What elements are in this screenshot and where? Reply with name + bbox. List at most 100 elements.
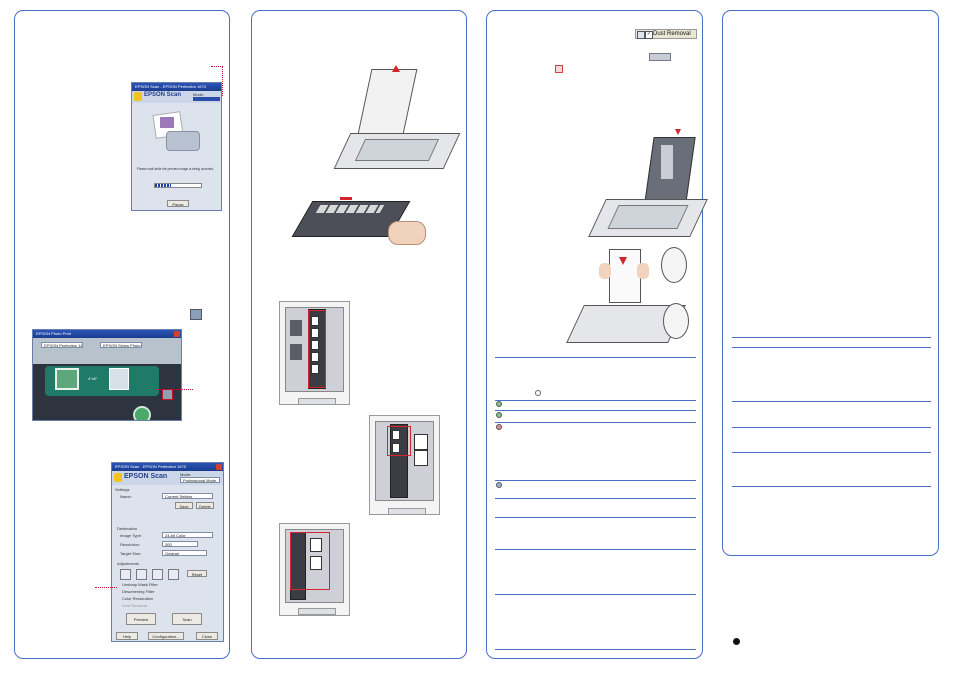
dust-removal-checkbox[interactable]: Dust Removal <box>122 603 148 608</box>
hand-icon <box>388 221 426 245</box>
hand-icon <box>599 263 611 279</box>
mode-select[interactable] <box>193 97 220 101</box>
divider <box>732 427 931 428</box>
divider <box>495 410 696 411</box>
dust-removal-control[interactable]: ✓ Dust Removal <box>635 29 697 39</box>
name-select[interactable]: Current Setting <box>162 493 213 499</box>
histogram-icon[interactable] <box>120 569 131 580</box>
panel-3: ✓ Dust Removal <box>486 10 708 659</box>
close-icon[interactable] <box>174 331 180 337</box>
configuration-button[interactable]: Configuration... <box>148 632 184 640</box>
detail-circle <box>663 303 689 339</box>
target-size-label: Target Size: <box>120 551 142 556</box>
descreening-checkbox[interactable]: Descreening Filter <box>122 589 155 594</box>
resolution-select[interactable]: 300 <box>162 541 198 547</box>
color-restoration-checkbox[interactable]: Color Restoration <box>122 596 154 601</box>
scan-option-icon[interactable] <box>162 389 173 400</box>
image-type-select[interactable]: 24-bit Color <box>162 532 213 538</box>
status-icon-red <box>496 424 502 430</box>
callout-line <box>155 389 193 390</box>
scanner-illustration-icon <box>152 111 200 153</box>
image-icon <box>555 65 563 73</box>
name-label: Name: <box>120 494 132 499</box>
highlight-box <box>290 532 330 590</box>
callout-line <box>211 66 223 67</box>
checkbox-checked-icon[interactable]: ✓ <box>645 31 653 39</box>
delete-button[interactable]: Delete <box>196 502 214 509</box>
header-strip: EPSON Scan Mode: Professional Mode <box>112 471 223 485</box>
progress-bar <box>154 183 202 188</box>
divider <box>732 401 931 402</box>
reset-button[interactable]: Reset <box>187 570 207 577</box>
divider <box>495 357 696 358</box>
unsharp-mask-checkbox[interactable]: Unsharp Mask Filter <box>122 582 158 587</box>
image-adjust-icon[interactable] <box>152 569 163 580</box>
window-titlebar: EPSON Scan - EPSON Perfection 1670 <box>132 83 221 91</box>
mode-label: Mode: <box>180 472 192 477</box>
divider <box>495 480 696 481</box>
panel-4 <box>722 10 939 556</box>
photo-thumb <box>109 368 129 390</box>
document-placement-illustration <box>566 247 697 349</box>
film-holder-diagram <box>279 301 350 405</box>
progress-bar-fill <box>155 184 172 187</box>
tone-curve-icon[interactable] <box>136 569 147 580</box>
dust-removal-label: Dust Removal <box>653 31 691 37</box>
panel-1: EPSON Scan - EPSON Perfection 1670 EPSON… <box>14 10 230 659</box>
divider <box>732 452 931 453</box>
epson-logo <box>114 473 122 482</box>
divider <box>732 486 931 487</box>
scanner-lid-open-illustration <box>333 65 461 175</box>
close-icon[interactable] <box>216 464 222 470</box>
epson-logo <box>134 92 142 101</box>
preview-button[interactable]: Preview <box>126 613 156 625</box>
small-icon <box>535 390 541 396</box>
window-titlebar: EPSON Photo Print <box>33 330 181 338</box>
scan-settings-icon <box>190 309 202 320</box>
start-button-icon[interactable] <box>133 406 151 420</box>
mode-select[interactable]: Professional Mode <box>180 477 220 483</box>
expand-icon[interactable] <box>637 31 645 39</box>
divider <box>732 347 931 348</box>
destination-label: Destination <box>117 526 138 531</box>
toolbar-icons[interactable] <box>649 53 671 61</box>
highlight-box <box>387 426 411 456</box>
arrow-down-icon <box>675 129 681 135</box>
detail-circle <box>661 247 687 283</box>
mode-label: Mode: <box>193 92 205 97</box>
save-button[interactable]: Save <box>175 502 193 509</box>
film-holder-diagram <box>279 523 350 616</box>
arrow-icon <box>340 197 352 200</box>
printer-field[interactable]: EPSON Stylus Photo <box>100 342 142 348</box>
divider <box>495 549 696 550</box>
epson-scan-logo-text: EPSON Scan <box>124 473 168 480</box>
photo-thumb <box>55 368 79 390</box>
status-icon-blue <box>496 482 502 488</box>
color-palette-icon[interactable] <box>168 569 179 580</box>
callout-line <box>222 66 223 96</box>
recycle-icon <box>733 638 740 645</box>
close-button[interactable]: Close <box>196 632 218 640</box>
divider <box>495 422 696 423</box>
epson-scan-logo-text: EPSON Scan <box>144 92 182 98</box>
highlight-box <box>308 310 326 388</box>
scan-button[interactable]: Scan <box>172 613 202 625</box>
divider <box>495 498 696 499</box>
callout-line <box>95 587 117 588</box>
pause-button[interactable]: Pause <box>167 200 189 207</box>
divider <box>495 517 696 518</box>
hand-icon <box>637 263 649 279</box>
image-type-label: Image Type: <box>120 533 142 538</box>
header-strip: EPSON Scan Mode: <box>132 91 221 103</box>
help-button[interactable]: Help <box>116 632 138 640</box>
preview-progress-window: EPSON Scan - EPSON Perfection 1670 EPSON… <box>131 82 222 211</box>
divider <box>495 594 696 595</box>
divider <box>495 400 696 401</box>
scanner-field[interactable]: EPSON Perfection 1670 <box>41 342 83 348</box>
target-size-select[interactable]: Original <box>162 550 207 556</box>
status-icon-green <box>496 412 502 418</box>
size-label: 4"x6" <box>88 376 98 381</box>
divider <box>495 649 696 650</box>
photo-print-window: EPSON Photo Print EPSON Perfection 1670 … <box>32 329 182 421</box>
divider <box>732 337 931 338</box>
